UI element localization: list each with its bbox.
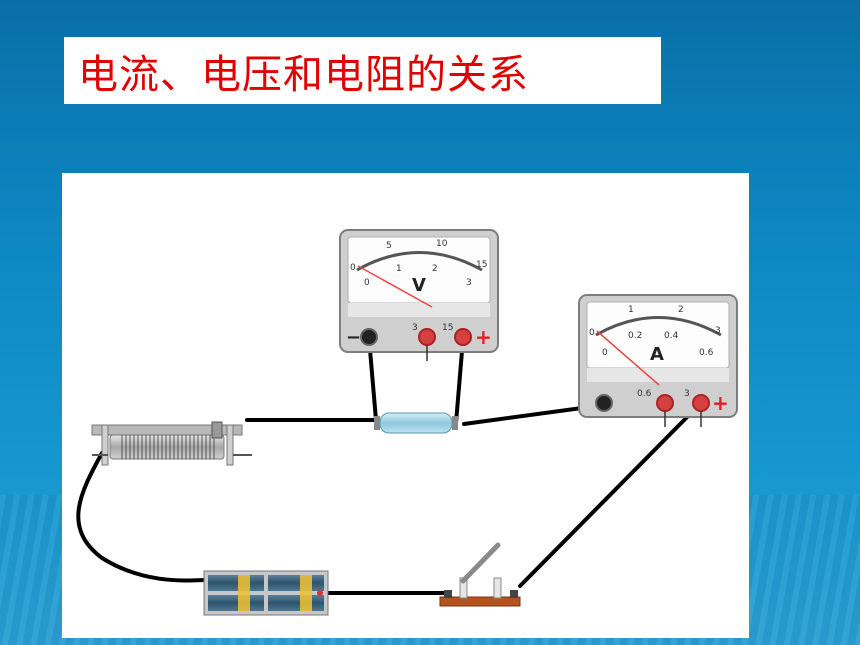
voltmeter-upper-10: 10 [436,239,448,249]
voltmeter-upper-15: 15 [476,260,487,270]
voltmeter-lower-3: 3 [466,278,472,288]
voltmeter-terminal-15-label: 15 [442,323,453,333]
ammeter-terminal-06-label: 0.6 [637,389,652,399]
voltmeter-upper-0: 0 [350,263,356,273]
ammeter-upper-3: 3 [715,326,721,336]
wire-ammeter-3-to-switch [518,402,702,588]
voltmeter-terminal-3 [418,328,436,346]
slide-title: 电流、电压和电阻的关系 [78,51,529,98]
wire-rheostat-to-battery [76,451,206,583]
battery-pack [203,570,329,616]
voltmeter-upper-5: 5 [386,241,392,251]
voltmeter-symbol: V [412,275,426,296]
ammeter-lower-02: 0.2 [628,331,642,341]
voltmeter-minus-sign: − [346,327,361,348]
voltmeter-terminal-15 [454,328,472,346]
ammeter-terminal-3 [692,394,710,412]
voltmeter-minus-terminal [360,328,378,346]
rheostat [91,421,252,466]
ammeter-upper-1: 1 [628,305,634,315]
voltmeter-plus-sign: + [475,325,492,349]
ammeter-upper-0: 0 [589,328,595,338]
ammeter-terminal-06 [656,394,674,412]
voltmeter-lower-0: 0 [364,278,370,288]
resistor [374,412,458,434]
ammeter-symbol: A [650,344,664,365]
voltmeter: 0 5 10 15 0 1 2 3 V − 3 15 + [339,229,499,361]
voltmeter-lower-1: 1 [396,264,402,274]
ammeter: 0 1 2 3 0 0.2 0.4 0.6 A 0.6 3 + [578,294,738,427]
voltmeter-terminal-3-label: 3 [412,323,418,333]
ammeter-lower-0: 0 [602,348,608,358]
knife-switch [439,542,521,607]
ammeter-terminal-3-label: 3 [684,389,690,399]
ammeter-minus-terminal [595,394,613,412]
ammeter-lower-06: 0.6 [699,348,714,358]
title-box: 电流、电压和电阻的关系 [64,37,661,104]
circuit-panel: 0 5 10 15 0 1 2 3 V − 3 15 + 0 1 [62,173,749,638]
ammeter-lower-04: 0.4 [664,331,679,341]
voltmeter-lower-2: 2 [432,264,438,274]
ammeter-plus-sign: + [712,391,729,415]
circuit-diagram: 0 5 10 15 0 1 2 3 V − 3 15 + 0 1 [76,229,738,616]
ammeter-upper-2: 2 [678,305,684,315]
